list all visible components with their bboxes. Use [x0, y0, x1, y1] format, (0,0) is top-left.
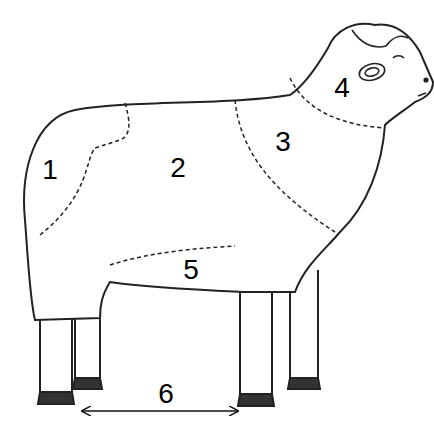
- callout-number: 1: [42, 156, 58, 184]
- callout-number: 3: [275, 128, 291, 156]
- width-arrow: [82, 410, 238, 412]
- sheep-outline: [24, 24, 433, 320]
- callout-number: 5: [183, 256, 199, 284]
- callout-number: 2: [170, 154, 186, 182]
- callout-number: 6: [158, 380, 174, 408]
- callout-number: 4: [334, 74, 350, 102]
- region-boundaries: [40, 78, 385, 265]
- face-details: [352, 30, 428, 96]
